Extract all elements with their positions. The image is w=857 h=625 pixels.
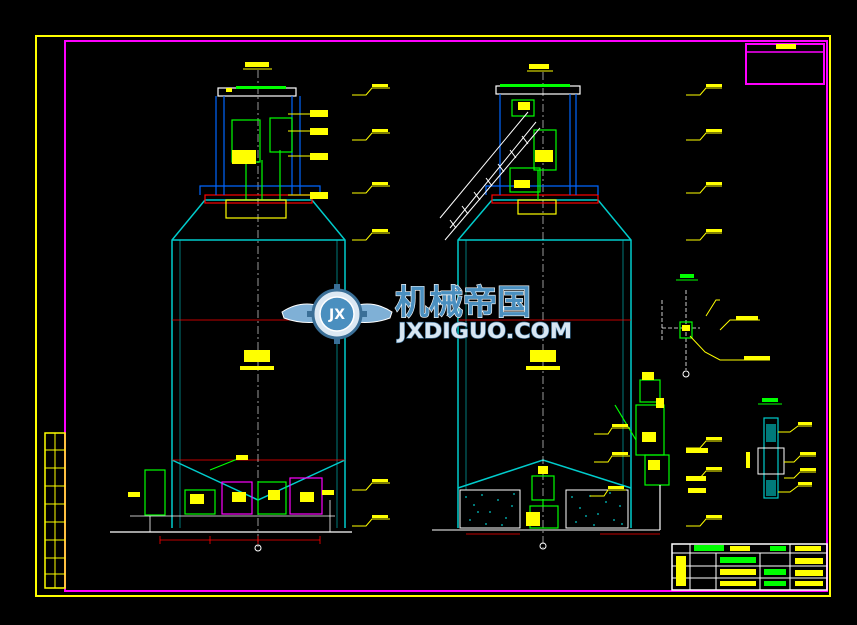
watermark-logo-text: JX	[328, 307, 345, 323]
title-block	[671, 543, 828, 591]
view-title-right	[529, 64, 549, 69]
inclined-conveyor	[439, 111, 541, 241]
elevation-marks-right	[590, 87, 722, 527]
drawing-code-box	[745, 43, 825, 85]
elevation-marks-left	[352, 87, 390, 527]
view-title-left	[245, 62, 269, 67]
foundation-hatch	[465, 492, 623, 526]
revision-strip	[44, 432, 66, 589]
foundation-right	[459, 489, 629, 529]
bottom-equipment-left	[110, 457, 352, 533]
dim-line-left	[159, 536, 321, 544]
outer-frame	[35, 35, 831, 597]
detail-view-a	[661, 274, 770, 378]
watermark-logo: JX	[281, 284, 393, 344]
watermark-text-cn: 机械帝国	[395, 283, 531, 323]
watermark-text-en: JXDIGUO.COM	[396, 319, 572, 343]
silo-body-left	[171, 199, 346, 528]
detail-view-b	[746, 398, 816, 499]
roof-equipment-left	[199, 87, 321, 219]
roof-equipment-right	[485, 85, 599, 215]
silo-body-right	[457, 199, 632, 528]
leaders-left	[288, 113, 310, 196]
inner-frame	[64, 40, 828, 592]
left-elevation	[110, 62, 390, 552]
watermark: JX 机械帝国 JXDIGUO.COM	[281, 282, 573, 344]
right-elevation	[432, 64, 722, 550]
